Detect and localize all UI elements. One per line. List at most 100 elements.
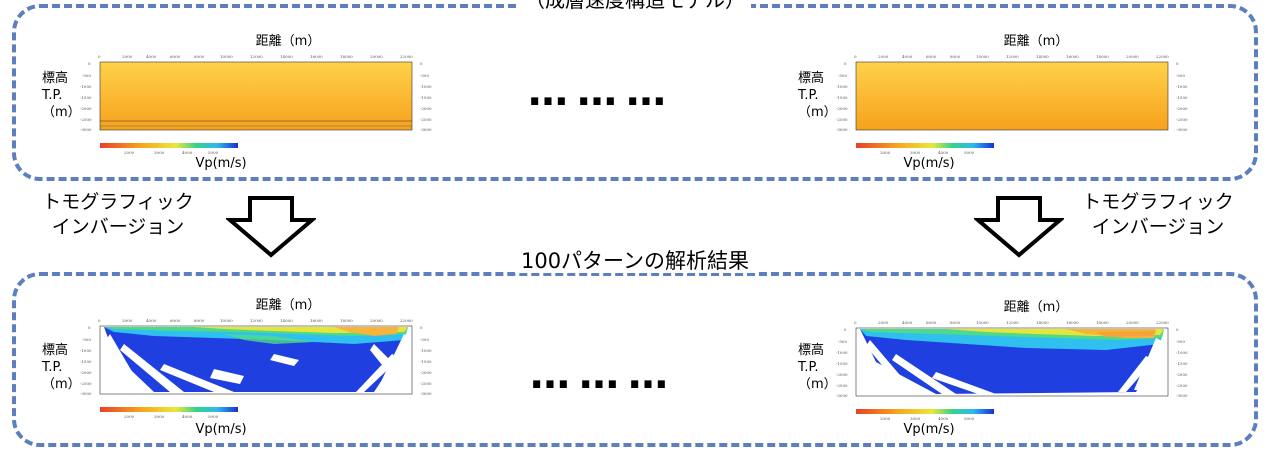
svg-text:22000: 22000: [1156, 320, 1169, 325]
svg-text:2000: 2000: [878, 320, 889, 325]
distance-axis-title: 距離（m）: [1003, 34, 1069, 49]
svg-text:-3000: -3000: [80, 127, 92, 132]
svg-text:3000: 3000: [154, 150, 165, 155]
svg-text:2000: 2000: [122, 318, 133, 323]
svg-text:4000: 4000: [146, 54, 157, 59]
svg-text:6000: 6000: [170, 318, 181, 323]
svg-text:18000: 18000: [340, 318, 353, 323]
svg-text:2000: 2000: [122, 54, 133, 59]
svg-text:2000: 2000: [878, 54, 889, 59]
svg-text:6000: 6000: [926, 320, 937, 325]
svg-text:5000: 5000: [964, 150, 975, 155]
svg-text:-2000: -2000: [1176, 106, 1188, 111]
svg-text:16000: 16000: [310, 318, 323, 323]
svg-text:20000: 20000: [370, 318, 383, 323]
inversion-label-left-line2: インバージョン: [51, 216, 185, 238]
svg-text:0: 0: [88, 325, 91, 330]
svg-text:-500: -500: [1176, 339, 1185, 344]
svg-text:-2500: -2500: [1176, 383, 1188, 388]
svg-text:20000: 20000: [1126, 54, 1139, 59]
svg-text:-1500: -1500: [836, 361, 848, 366]
svg-text:0: 0: [854, 320, 857, 325]
svg-text:0: 0: [98, 54, 101, 59]
svg-text:-3000: -3000: [836, 127, 848, 132]
svg-text:16000: 16000: [1066, 320, 1079, 325]
svg-text:0: 0: [844, 327, 847, 332]
svg-text:-2500: -2500: [420, 381, 432, 386]
distance-axis-title: 距離（m）: [255, 298, 321, 313]
svg-text:-2000: -2000: [420, 106, 432, 111]
svg-text:-1000: -1000: [836, 84, 848, 89]
svg-text:10000: 10000: [220, 54, 233, 59]
svg-text:4000: 4000: [182, 150, 193, 155]
ellipsis-bottom: ………: [530, 352, 677, 398]
svg-text:-2000: -2000: [836, 106, 848, 111]
svg-text:-2000: -2000: [836, 372, 848, 377]
svg-text:3000: 3000: [154, 414, 165, 419]
svg-text:-1500: -1500: [80, 95, 92, 100]
svg-text:-1500: -1500: [420, 359, 432, 364]
svg-text:-500: -500: [82, 73, 91, 78]
svg-text:-3000: -3000: [1176, 393, 1188, 398]
svg-text:0: 0: [1176, 61, 1179, 66]
svg-text:-1000: -1000: [1176, 350, 1188, 355]
svg-text:-1000: -1000: [420, 84, 432, 89]
svg-text:-1500: -1500: [80, 359, 92, 364]
svg-text:12000: 12000: [1006, 54, 1019, 59]
svg-text:5000: 5000: [964, 416, 975, 421]
svg-text:-2000: -2000: [80, 106, 92, 111]
svg-text:20000: 20000: [1126, 320, 1139, 325]
velocity-colorbar-label: Vp(m/s): [195, 422, 247, 437]
svg-text:3000: 3000: [910, 416, 921, 421]
svg-text:22000: 22000: [400, 318, 413, 323]
svg-text:-2500: -2500: [836, 117, 848, 122]
svg-text:-500: -500: [1176, 73, 1185, 78]
svg-text:2000: 2000: [124, 150, 135, 155]
svg-text:22000: 22000: [1156, 54, 1169, 59]
svg-text:2000: 2000: [880, 150, 891, 155]
distance-axis-title: 距離（m）: [1003, 300, 1069, 315]
svg-text:0: 0: [420, 61, 423, 66]
svg-text:10000: 10000: [976, 54, 989, 59]
svg-text:16000: 16000: [1066, 54, 1079, 59]
down-arrow-icon: [226, 196, 316, 258]
svg-text:-2000: -2000: [1176, 372, 1188, 377]
svg-text:14000: 14000: [1036, 320, 1049, 325]
svg-text:14000: 14000: [280, 54, 293, 59]
svg-text:-2500: -2500: [1176, 117, 1188, 122]
inversion-label-left-line1: トモグラフィック: [42, 191, 194, 213]
svg-text:5000: 5000: [208, 150, 219, 155]
svg-text:-1500: -1500: [1176, 95, 1188, 100]
svg-text:-2500: -2500: [420, 117, 432, 122]
svg-text:18000: 18000: [340, 54, 353, 59]
svg-text:12000: 12000: [250, 318, 263, 323]
results-frame: [12, 272, 1258, 447]
svg-text:4000: 4000: [938, 416, 949, 421]
svg-text:0: 0: [854, 54, 857, 59]
svg-text:-1500: -1500: [836, 95, 848, 100]
svg-text:0: 0: [98, 318, 101, 323]
svg-text:-2500: -2500: [80, 381, 92, 386]
svg-text:-1000: -1000: [1176, 84, 1188, 89]
svg-text:10000: 10000: [976, 320, 989, 325]
svg-text:-2000: -2000: [420, 370, 432, 375]
svg-text:8000: 8000: [950, 320, 961, 325]
distance-axis-title: 距離（m）: [255, 34, 321, 49]
svg-text:0: 0: [420, 325, 423, 330]
svg-text:2000: 2000: [880, 416, 891, 421]
svg-text:4000: 4000: [146, 318, 157, 323]
svg-text:14000: 14000: [280, 318, 293, 323]
svg-text:3000: 3000: [910, 150, 921, 155]
down-arrow-icon: [974, 196, 1064, 258]
velocity-colorbar-label: Vp(m/s): [903, 156, 955, 171]
svg-text:-3000: -3000: [1176, 127, 1188, 132]
svg-text:-1500: -1500: [1176, 361, 1188, 366]
svg-text:0: 0: [844, 61, 847, 66]
svg-text:8000: 8000: [194, 318, 205, 323]
svg-text:6000: 6000: [170, 54, 181, 59]
